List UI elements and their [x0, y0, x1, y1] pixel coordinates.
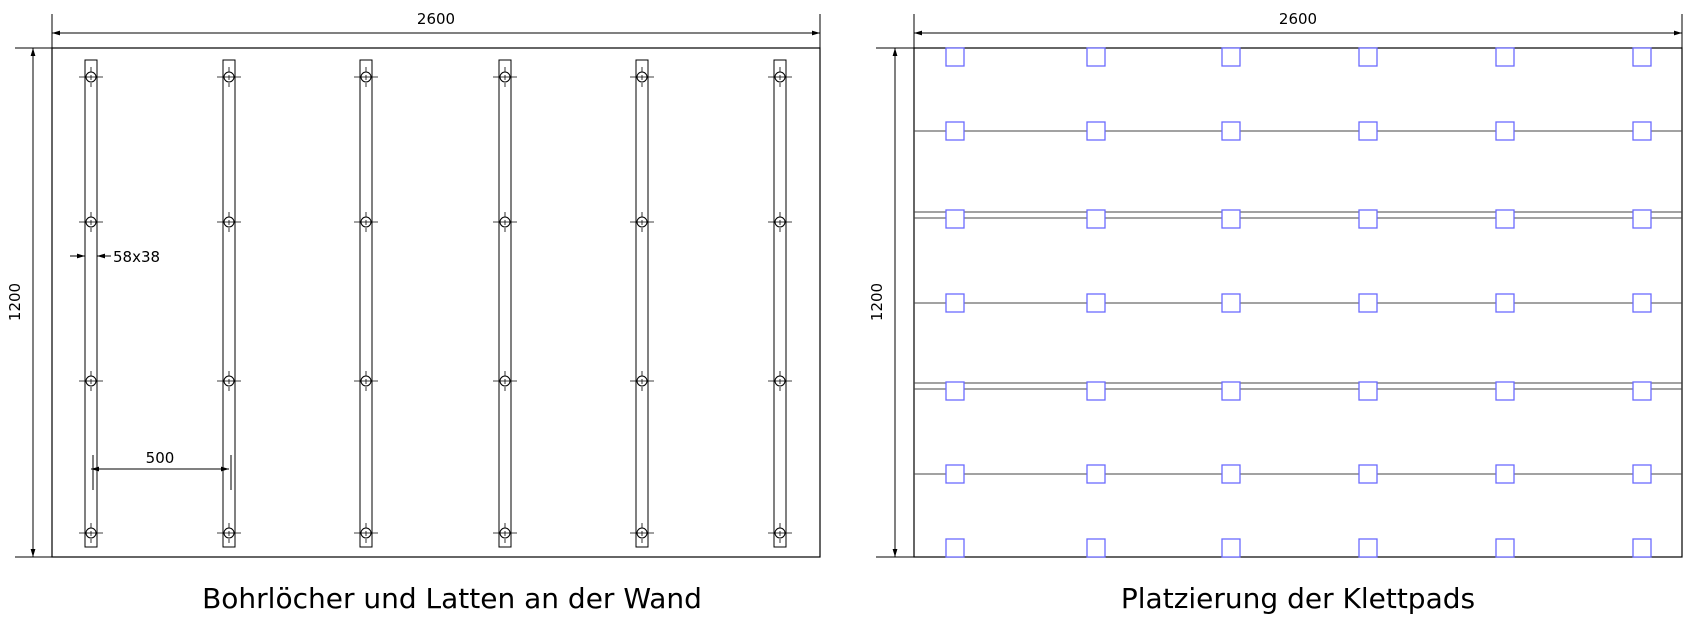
velcro-pad	[1632, 121, 1652, 141]
velcro-pad	[945, 47, 965, 67]
velcro-pad	[1358, 209, 1378, 229]
velcro-pad	[1358, 121, 1378, 141]
velcro-pad	[1358, 538, 1378, 558]
wooden-slat	[359, 59, 373, 548]
right-caption: Platzierung der Klettpads	[1120, 582, 1476, 615]
right-height-dimension: 1200	[868, 283, 886, 321]
wooden-slat	[635, 59, 649, 548]
velcro-pad	[1495, 381, 1515, 401]
velcro-pad	[1221, 464, 1241, 484]
left-panel-wall-slats: 2600 1200 58x38 500	[6, 10, 821, 558]
velcro-pad	[1495, 293, 1515, 313]
velcro-pad	[1495, 209, 1515, 229]
wooden-slat	[498, 59, 512, 548]
velcro-pad	[1632, 538, 1652, 558]
wooden-slat	[84, 59, 98, 548]
velcro-pad	[1495, 538, 1515, 558]
velcro-pad	[1086, 464, 1106, 484]
velcro-pad	[1086, 381, 1106, 401]
left-width-dimension: 2600	[417, 10, 455, 28]
velcro-pad	[1086, 538, 1106, 558]
velcro-pad	[1086, 121, 1106, 141]
velcro-pad	[1632, 209, 1652, 229]
velcro-pad	[1221, 538, 1241, 558]
velcro-pad	[1495, 121, 1515, 141]
velcro-pad	[1632, 293, 1652, 313]
wooden-slat	[773, 59, 787, 548]
left-height-dimension: 1200	[6, 283, 24, 321]
velcro-pad	[945, 293, 965, 313]
velcro-pad	[1358, 293, 1378, 313]
left-caption: Bohrlöcher und Latten an der Wand	[202, 582, 702, 615]
velcro-pad	[1086, 47, 1106, 67]
right-width-dimension: 2600	[1279, 10, 1317, 28]
velcro-pad	[945, 121, 965, 141]
wall-outline	[51, 47, 821, 558]
velcro-pad	[1221, 381, 1241, 401]
velcro-pad	[1358, 464, 1378, 484]
slat-spacing-label: 500	[146, 449, 175, 467]
velcro-pad	[1358, 381, 1378, 401]
velcro-pad	[945, 209, 965, 229]
velcro-pad	[945, 538, 965, 558]
velcro-pad	[1086, 293, 1106, 313]
velcro-pad	[1086, 209, 1106, 229]
velcro-pad	[945, 381, 965, 401]
velcro-pad	[945, 464, 965, 484]
wooden-slat	[222, 59, 236, 548]
velcro-pad	[1495, 464, 1515, 484]
velcro-pad	[1221, 209, 1241, 229]
velcro-pad	[1495, 47, 1515, 67]
right-panel-velcro-pads: 2600 1200	[868, 10, 1683, 558]
velcro-pad	[1221, 47, 1241, 67]
velcro-pad	[1358, 47, 1378, 67]
velcro-pad	[1632, 381, 1652, 401]
slat-size-label: 58x38	[113, 248, 160, 266]
velcro-pad	[1221, 293, 1241, 313]
velcro-pad	[1632, 47, 1652, 67]
velcro-pad	[1632, 464, 1652, 484]
velcro-pad	[1221, 121, 1241, 141]
